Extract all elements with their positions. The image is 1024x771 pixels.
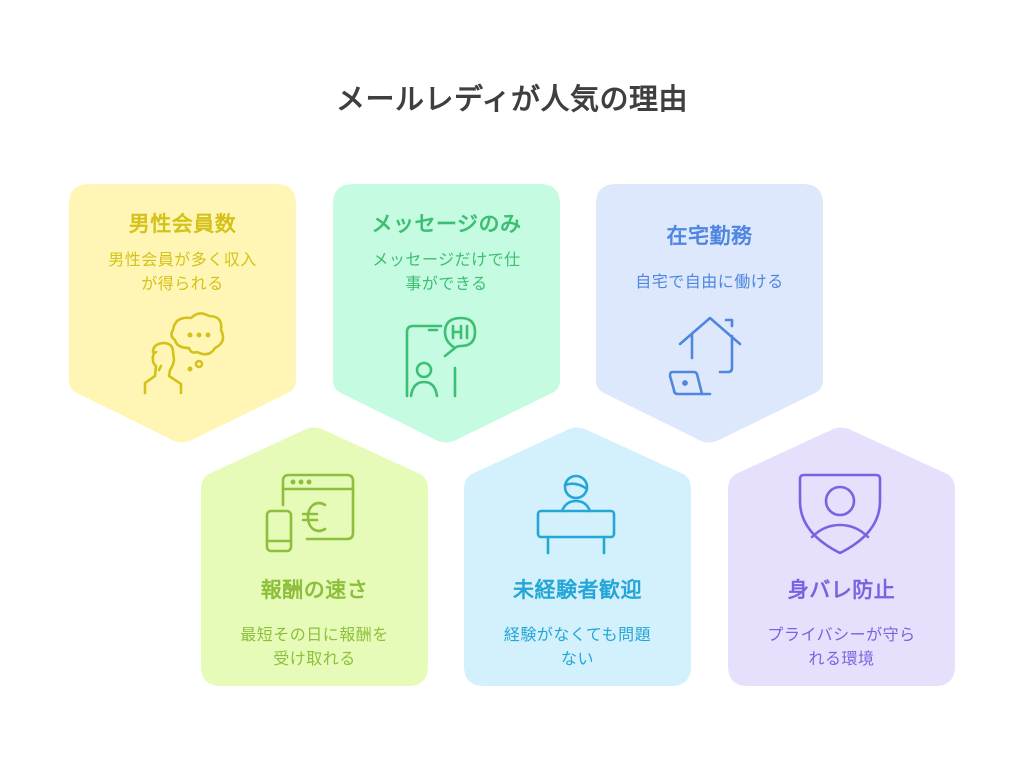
card-remote-work: 在宅勤務 自宅で自由に働ける bbox=[596, 184, 823, 443]
card-description-line: 事ができる bbox=[405, 274, 488, 293]
card-heading: 男性会員数 bbox=[128, 212, 237, 236]
card-description-line: 最短その日に報酬を bbox=[240, 625, 389, 644]
card-privacy-protection: 身バレ防止 プライバシーが守ら れる環境 bbox=[728, 427, 955, 686]
card-shape-chevron-down bbox=[596, 184, 823, 443]
card-heading: 在宅勤務 bbox=[666, 224, 753, 248]
card-description-line: 自宅で自由に働ける bbox=[635, 272, 784, 291]
card-shape-house bbox=[201, 427, 428, 686]
card-description-line: 受け取れる bbox=[273, 649, 356, 668]
card-description-line: 男性会員が多く収入 bbox=[108, 250, 257, 269]
person-at-desk-icon bbox=[536, 474, 616, 555]
card-description-line: が得られる bbox=[141, 274, 224, 293]
card-description: 経験がなくても問題 ない bbox=[478, 623, 677, 671]
card-shape-house bbox=[464, 427, 691, 686]
card-heading: 身バレ防止 bbox=[787, 578, 896, 602]
card-description: プライバシーが守ら れる環境 bbox=[742, 623, 941, 671]
card-description-line: メッセージだけで仕 bbox=[372, 250, 521, 269]
card-shape-house bbox=[728, 427, 955, 686]
shield-person-icon bbox=[798, 473, 882, 555]
person-thought-bubble-icon bbox=[143, 312, 225, 395]
card-description: 自宅で自由に働ける bbox=[610, 270, 809, 294]
home-laptop-icon bbox=[668, 316, 742, 396]
page-title: メールレディが人気の理由 bbox=[336, 82, 688, 116]
card-description-line: プライバシーが守ら bbox=[767, 625, 916, 644]
card-message-only: メッセージのみ メッセージだけで仕 事ができる bbox=[333, 184, 560, 443]
card-description: メッセージだけで仕 事ができる bbox=[347, 248, 546, 296]
card-male-members: 男性会員数 男性会員が多く収入 が得られる bbox=[69, 184, 296, 443]
card-description: 最短その日に報酬を 受け取れる bbox=[215, 623, 414, 671]
card-heading: 報酬の速さ bbox=[260, 578, 369, 602]
phone-chat-hi-icon bbox=[405, 316, 477, 398]
card-heading: 未経験者歓迎 bbox=[513, 578, 642, 602]
card-shape-chevron-down bbox=[69, 184, 296, 443]
browser-phone-euro-icon bbox=[265, 473, 355, 553]
card-description-line: 経験がなくても問題 bbox=[503, 625, 652, 644]
card-shape-chevron-down bbox=[333, 184, 560, 443]
card-beginners-welcome: 未経験者歓迎 経験がなくても問題 ない bbox=[464, 427, 691, 686]
card-heading: メッセージのみ bbox=[371, 212, 522, 236]
card-description-line: れる環境 bbox=[808, 649, 875, 668]
card-description-line: ない bbox=[560, 649, 594, 668]
card-fast-payment: 報酬の速さ 最短その日に報酬を 受け取れる bbox=[201, 427, 428, 686]
card-description: 男性会員が多く収入 が得られる bbox=[83, 248, 282, 296]
